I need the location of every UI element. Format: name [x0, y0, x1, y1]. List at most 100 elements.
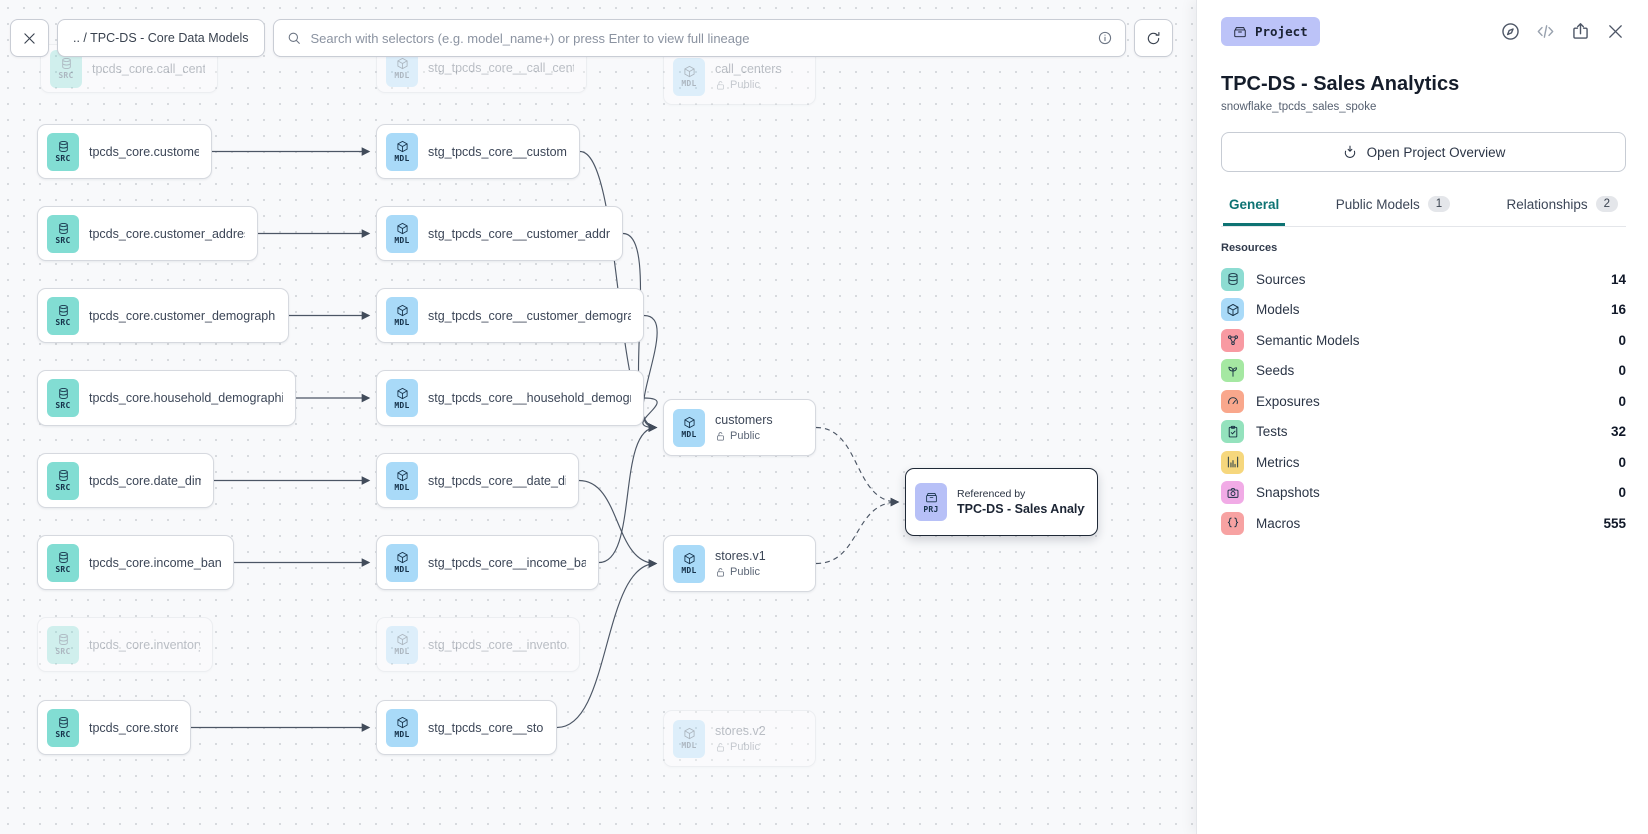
project-overview-icon: [1342, 144, 1358, 160]
cube-icon: [1221, 298, 1244, 322]
resource-row-snapshots[interactable]: Snapshots 0: [1221, 478, 1626, 509]
node-label: stg_tpcds_core__store: [428, 720, 544, 735]
resource-label: Macros: [1256, 515, 1301, 531]
lineage-toolbar: .. / TPC-DS - Core Data Models: [10, 19, 1173, 57]
gauge-icon: [1221, 389, 1244, 413]
tab-count-badge: 1: [1427, 196, 1451, 212]
resource-row-sources[interactable]: Sources 14: [1221, 264, 1626, 295]
seedling-icon: [1221, 359, 1244, 383]
resource-count: 14: [1610, 271, 1626, 287]
search-input[interactable]: [310, 30, 1088, 46]
page-title: TPC-DS - Sales Analytics: [1221, 73, 1460, 95]
code-icon[interactable]: [1535, 21, 1556, 42]
model-cube-icon: MDL: [386, 296, 418, 335]
node-mdl_inventory[interactable]: MDL stg_tpcds_core__inventory: [376, 617, 580, 672]
database-icon: SRC: [47, 132, 79, 171]
resource-row-macros[interactable]: Macros 555: [1221, 508, 1626, 539]
resource-count: 555: [1603, 515, 1626, 531]
node-label: tpcds_core.customer_demographics: [89, 308, 276, 323]
node-label: call_centers: [715, 62, 782, 76]
model-cube-icon: MDL: [386, 625, 418, 664]
node-label: customers: [715, 413, 773, 427]
lock-icon: [715, 431, 726, 442]
node-access-badge: Public: [715, 566, 766, 578]
close-lineage-button[interactable]: [10, 19, 49, 57]
node-labels: tpcds_core.income_band: [89, 556, 221, 570]
node-label: stg_tpcds_core__inventory: [428, 637, 567, 652]
search-info-icon[interactable]: [1097, 30, 1113, 46]
database-icon: SRC: [47, 296, 79, 335]
node-labels: stg_tpcds_core__customer_demogra…: [428, 309, 631, 323]
node-pretitle: Referenced by: [957, 488, 1026, 500]
model-cube-icon: MDL: [673, 408, 705, 447]
refresh-icon: [1145, 30, 1162, 47]
node-access-badge: Public: [715, 79, 782, 91]
node-src_store[interactable]: SRC tpcds_core.store: [37, 700, 191, 755]
resource-row-exposures[interactable]: Exposures 0: [1221, 386, 1626, 417]
breadcrumb[interactable]: .. / TPC-DS - Core Data Models: [57, 19, 265, 57]
node-labels: stg_tpcds_core__call_center: [428, 61, 574, 75]
node-src_customer_demographics[interactable]: SRC tpcds_core.customer_demographics: [37, 288, 289, 343]
node-labels: stg_tpcds_core__income_band: [428, 556, 586, 570]
node-label: stg_tpcds_core__customer_demogra…: [428, 308, 631, 323]
open-project-overview-button[interactable]: Open Project Overview: [1221, 132, 1626, 172]
node-label: stg_tpcds_core__call_center: [428, 61, 574, 75]
compass-icon[interactable]: [1500, 21, 1521, 42]
node-label: tpcds_core.inventory: [89, 637, 200, 652]
database-icon: SRC: [47, 708, 79, 747]
resource-count: 32: [1610, 424, 1626, 440]
close-panel-icon[interactable]: [1605, 21, 1626, 42]
node-mdl_customer_demographics[interactable]: MDL stg_tpcds_core__customer_demogra…: [376, 288, 644, 343]
resource-label: Sources: [1256, 271, 1306, 287]
details-panel: Project TPC-DS - Sales Analytics snowfla…: [1196, 0, 1648, 834]
overview-button-label: Open Project Overview: [1366, 144, 1506, 160]
share-icon[interactable]: [1570, 21, 1591, 42]
resource-label: Tests: [1256, 424, 1288, 440]
resource-label: Exposures: [1256, 393, 1320, 409]
resource-row-tests[interactable]: Tests 32: [1221, 417, 1626, 448]
resource-count: 0: [1618, 485, 1626, 501]
resources-section-title: Resources: [1221, 242, 1278, 254]
resource-count: 0: [1618, 393, 1626, 409]
camera-icon: [1221, 481, 1244, 505]
node-access-badge: Public: [715, 430, 773, 442]
tab-general[interactable]: General: [1223, 187, 1286, 226]
model-cube-icon: MDL: [673, 719, 705, 758]
node-labels: stg_tpcds_core__inventory: [428, 638, 567, 652]
node-labels: tpcds_core.customer_demographics: [89, 309, 276, 323]
node-labels: tpcds_core.household_demographics: [89, 391, 283, 405]
database-icon: [1221, 267, 1244, 291]
database-icon: SRC: [47, 214, 79, 253]
node-labels: tpcds_core.store: [89, 721, 178, 735]
refresh-button[interactable]: [1134, 19, 1173, 57]
resource-label: Snapshots: [1256, 485, 1320, 501]
node-access-badge: Public: [715, 741, 766, 753]
edge-mdl_income_band-to-mdl_customers: [598, 423, 658, 564]
lineage-edges: [191, 147, 900, 732]
